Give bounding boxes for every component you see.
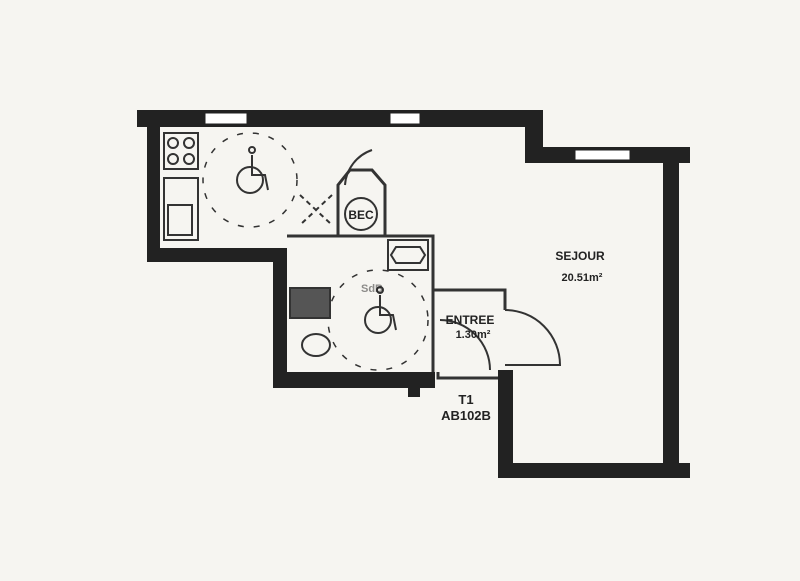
bath-left-wall (273, 248, 287, 388)
entree-area: 1.30m² (456, 329, 491, 341)
sejour-label: SEJOUR (555, 249, 605, 263)
bath-bottom-wall (273, 372, 435, 388)
doors (344, 149, 562, 371)
cooktop-icon (163, 132, 199, 170)
sejour-area: 20.51m² (562, 272, 603, 284)
windows (204, 112, 631, 161)
unit-type: T1 (458, 392, 473, 407)
toilet-icon (301, 333, 331, 357)
partitions (287, 168, 507, 380)
kitchen-fixtures (163, 132, 199, 241)
bec-icon (344, 197, 378, 231)
kitchen-bottom-wall (147, 248, 285, 262)
kitchen-left-wall (147, 127, 160, 262)
entree-label: ENTREE (446, 313, 495, 327)
turning-circle-bath (327, 269, 429, 371)
sink-icon (163, 177, 199, 241)
walls (137, 110, 690, 478)
right-wall (663, 147, 679, 478)
washbasin-icon (387, 239, 429, 271)
turning-circle-kitchen (202, 132, 298, 228)
bottom-wall (498, 463, 690, 478)
wheelchair-icons (236, 146, 397, 334)
wheelchair-circles (202, 132, 429, 371)
entry-door-swing (504, 309, 562, 366)
unit-reference: AB102B (441, 408, 491, 423)
wheelchair-icon (364, 286, 397, 334)
column (408, 384, 420, 397)
top-wall (137, 110, 543, 127)
window-sejour-1 (389, 112, 421, 125)
sejour-left-wall (498, 370, 513, 478)
window-sejour-2 (574, 149, 631, 161)
bec-label: BEC (348, 208, 374, 222)
shower-icon (289, 287, 331, 319)
bath-door-swing (439, 319, 491, 371)
kitchen-door-swing (344, 149, 373, 186)
wheelchair-icon (236, 146, 269, 194)
window-kitchen (204, 112, 248, 125)
sdb-label: SdB (361, 283, 383, 295)
bath-fixtures (289, 194, 429, 357)
